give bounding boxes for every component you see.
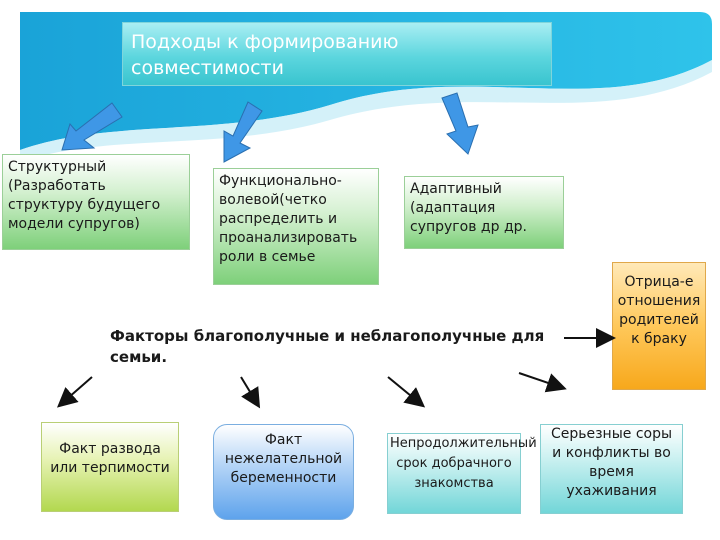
approach-adaptive: Адаптивный (адаптация супругов др др. — [404, 176, 564, 249]
blue-arrow-middle — [223, 101, 263, 163]
factor-divorce: Факт развода или терпимости — [41, 422, 179, 512]
factor-unwanted-pregnancy: Факт нежелательной беременности — [213, 424, 354, 520]
arrow-to-acquaintance — [387, 376, 426, 408]
approach-functional: Функционально-волевой(четко распределить… — [213, 168, 379, 285]
factor-conflicts: Серьезные соры и конфликты во время ухаж… — [540, 424, 683, 514]
blue-arrow-left — [61, 102, 123, 151]
arrow-to-pregnancy — [240, 376, 261, 409]
negative-attitude-box: Отрица-е отношения родителей к браку — [612, 262, 706, 390]
diagram-title: Подходы к формированию совместимости — [122, 22, 552, 86]
blue-arrow-right — [441, 92, 479, 155]
factor-short-acquaintance: Непродолжительный срок добрачного знаком… — [387, 433, 537, 514]
factors-heading: Факторы благополучные и неблагополучные … — [110, 327, 545, 366]
arrow-to-conflicts — [518, 372, 567, 393]
approach-structural: Структурный (Разработать структуру будущ… — [2, 154, 190, 250]
arrow-to-divorce — [56, 376, 93, 408]
